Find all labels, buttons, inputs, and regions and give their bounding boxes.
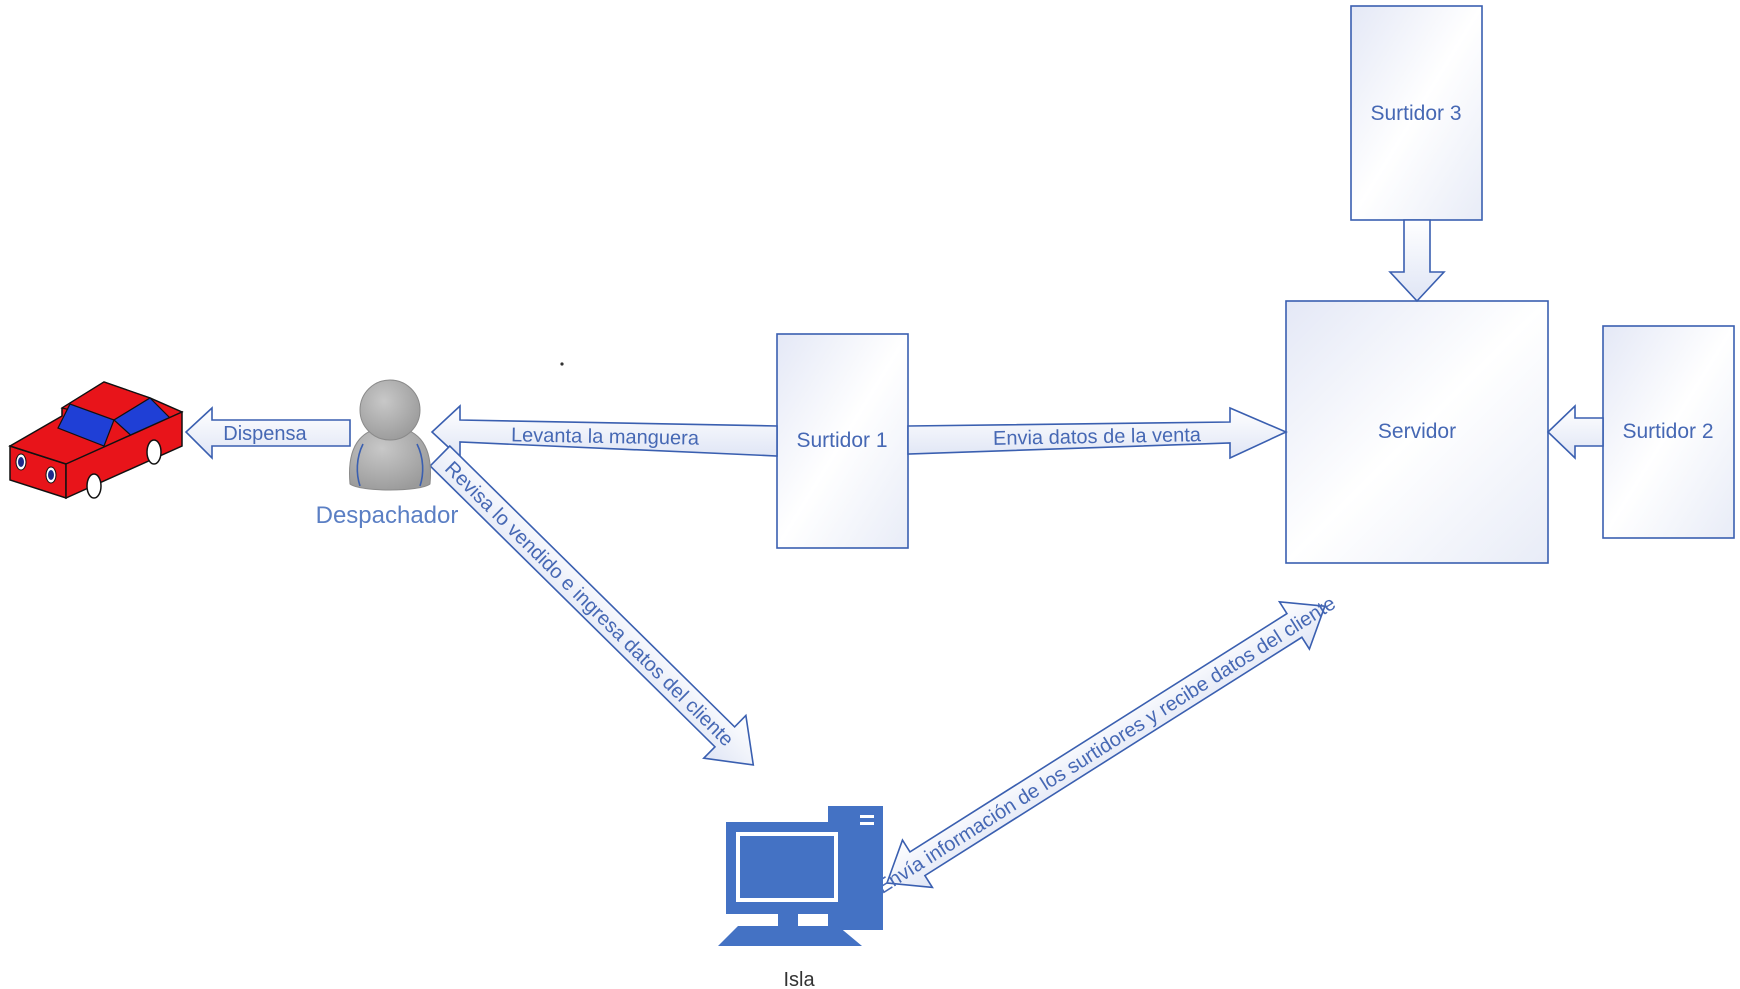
revisa-arrow xyxy=(429,444,755,766)
levanta-manguera-arrow xyxy=(430,404,778,460)
stray-dot xyxy=(560,362,564,366)
surtidor-1-label: Surtidor 1 xyxy=(796,429,887,452)
isla-label: Isla xyxy=(783,969,815,989)
surtidor3-to-servidor-arrow xyxy=(1388,219,1446,303)
dispensa-arrow xyxy=(184,406,351,460)
envia-datos-label: Envia datos de la venta xyxy=(993,424,1202,450)
envia-datos-arrow xyxy=(907,406,1288,460)
surtidor-3-box: Surtidor 3 xyxy=(1350,5,1483,221)
surtidor2-to-servidor-arrow xyxy=(1546,404,1604,460)
surtidor-2-box: Surtidor 2 xyxy=(1602,325,1735,539)
dispensa-label: Dispensa xyxy=(223,423,307,445)
person-icon xyxy=(349,379,431,491)
despachador-label: Despachador xyxy=(316,502,459,529)
car-icon xyxy=(8,381,184,500)
revisa-label: Revisa lo vendido e ingresa datos del cl… xyxy=(440,457,737,751)
envia-info-arrow xyxy=(885,600,1326,889)
surtidor-3-label: Surtidor 3 xyxy=(1370,102,1461,125)
envia-info-label: Envía información de los surtidores y re… xyxy=(873,592,1340,898)
servidor-label: Servidor xyxy=(1378,420,1456,443)
surtidor-2-label: Surtidor 2 xyxy=(1622,420,1713,443)
levanta-manguera-label: Levanta la manguera xyxy=(511,424,700,449)
computer-icon xyxy=(718,806,883,946)
surtidor-1-box: Surtidor 1 xyxy=(776,333,909,549)
servidor-box: Servidor xyxy=(1285,300,1549,564)
